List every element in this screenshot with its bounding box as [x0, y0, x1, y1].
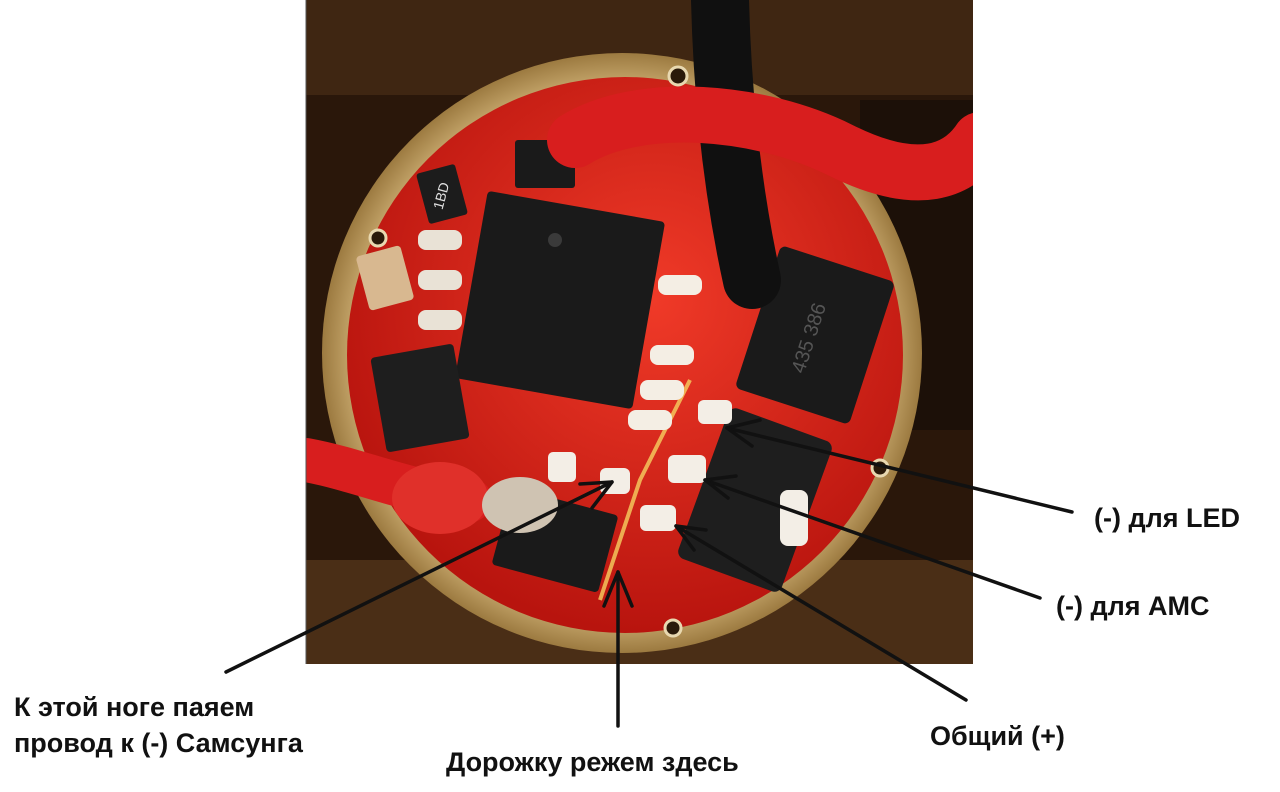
label-cut-trace: Дорожку режем здесь: [446, 747, 739, 777]
capacitor: [356, 245, 414, 311]
arrow-led: [725, 418, 1074, 514]
solder-blob: [392, 462, 488, 534]
mount-hole: [667, 65, 689, 87]
label-amc-negative: (-) для АМС: [1056, 591, 1210, 621]
arrow-amc: [703, 474, 1042, 600]
red-wire-top: [547, 86, 973, 201]
pad: [548, 452, 576, 482]
resistor-1bd: 1BD: [416, 164, 468, 224]
pad: [780, 490, 808, 546]
label-solder-leg: К этой ноге паяем провод к (-) Самсунга: [14, 689, 303, 761]
mount-hole: [368, 228, 388, 248]
pad: [698, 400, 732, 424]
label-solder-leg-line2: провод к (-) Самсунга: [14, 728, 303, 758]
label-led-negative: (-) для LED: [1094, 503, 1241, 533]
arrow-solder: [224, 480, 614, 674]
solder-joint: [482, 477, 558, 533]
annotation-arrows: [224, 418, 1074, 728]
pad: [640, 505, 676, 531]
pad: [668, 455, 706, 483]
left-chip: [370, 344, 470, 452]
label-common-positive: Общий (+): [930, 721, 1065, 751]
main-ic: [418, 191, 702, 430]
arrow-common: [674, 524, 968, 702]
mount-hole: [663, 618, 683, 638]
chip-marking-left: 1BD: [430, 181, 453, 211]
trace: [598, 379, 692, 601]
driver-board-photo: 1BD 435 386: [306, 0, 973, 664]
arrow-cut: [602, 570, 634, 728]
label-solder-leg-line1: К этой ноге паяем: [14, 692, 255, 722]
